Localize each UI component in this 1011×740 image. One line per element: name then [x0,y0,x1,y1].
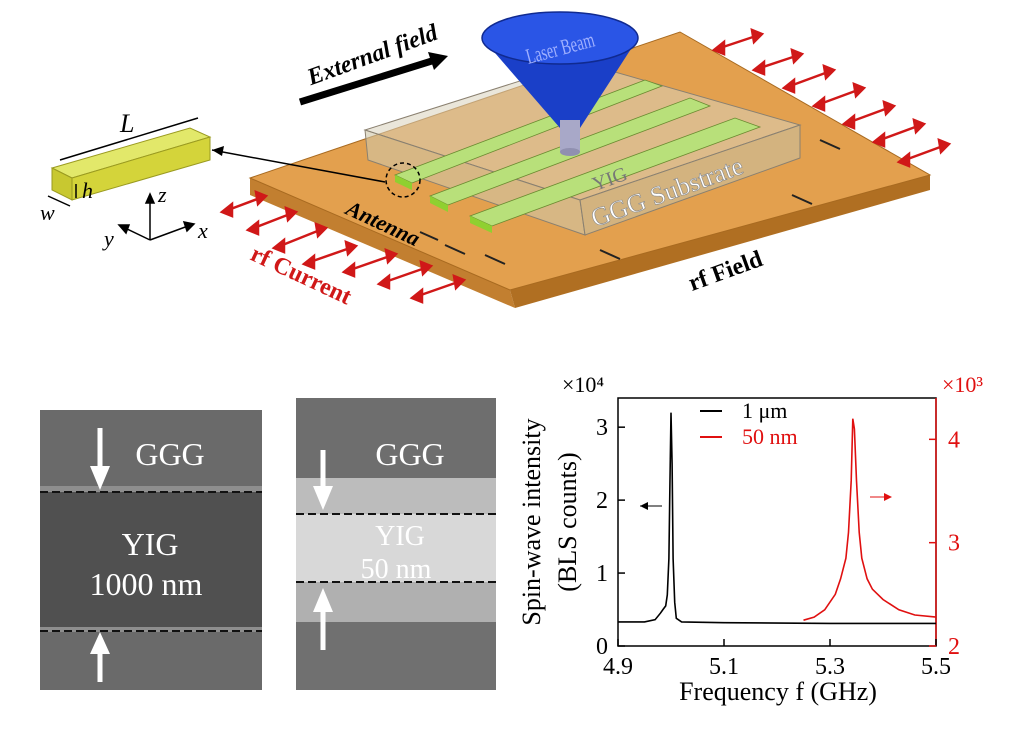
x-tick-label: 5.1 [709,654,739,680]
ggg-block-front [579,124,801,236]
left-multiplier: ×10⁴ [562,372,604,397]
rf-current-arrows-right [711,28,952,168]
rf-field-arrows [419,139,841,265]
legend: 1 μm 50 nm [700,398,798,449]
right-tick-label: 2 [948,634,960,660]
x-tick-label: 4.9 [603,654,633,680]
external-field-arrow [298,52,448,106]
axis-y-label: y [102,226,114,251]
rf-current-arrows-left [219,190,467,304]
left-tick-label: 3 [596,415,608,441]
y-axis-label-line2: (BLS counts) [553,452,582,591]
yig-strip-2-end [430,196,448,212]
yig-strip-3-end [470,216,492,233]
legend-label-2: 50 nm [742,424,798,449]
left-tick-label: 2 [596,488,608,514]
sem-left-thickness-label: 1000 nm [90,566,203,602]
device-schematic: Laser Beam External field YIG GGG Substr… [40,11,952,310]
coordinate-axes [117,192,196,241]
laser-beam [481,11,639,156]
x-tick-label: 5.5 [921,654,951,680]
spectrum-chart: 4.9 5.1 5.3 5.5 0 1 2 3 2 3 4 ×10⁴ ×10³ Spin-wave … [517,372,983,706]
sem-right-ggg-label: GGG [375,436,444,472]
sem-image-left [40,410,262,690]
series-1um-line [618,412,936,625]
y-axis-label-line1: Spin-wave intensity [517,418,546,625]
sem-right-yig-label: YIG [375,521,425,552]
x-tick-label: 5.3 [815,654,845,680]
axis-direction-arrows [640,493,892,510]
zoom-circle [385,162,421,198]
left-tick-label: 1 [596,561,608,587]
sem-right-thickness-label: 50 nm [361,554,432,585]
bar-width-label: w [40,200,55,225]
chart-lines [618,412,937,625]
sem-left-ggg-label: GGG [135,436,204,472]
axis-x-label: x [197,218,208,243]
bar-height-label: h [82,178,93,203]
bar-inset [47,117,386,207]
left-axis-arrow-head [640,502,648,510]
substrate-side-right [510,175,930,308]
left-tick-label: 0 [596,634,608,660]
chart-ticks: 4.9 5.1 5.3 5.5 0 1 2 3 2 3 4 [596,415,960,680]
sem-image-right [296,398,496,690]
legend-label-1: 1 μm [742,398,787,423]
sem-left-yig-label: YIG [122,526,179,562]
right-tick-label: 4 [948,427,960,453]
right-tick-label: 3 [948,531,960,557]
bar-length-label: L [119,109,134,138]
axis-z-label: z [157,182,167,207]
yig-strip-1-end [395,175,412,190]
right-multiplier: ×10³ [942,372,983,397]
x-axis-label: Frequency f (GHz) [679,677,877,706]
substrate-side [250,178,515,308]
right-axis-arrow-head [884,493,892,501]
series-50nm-line [803,418,937,621]
